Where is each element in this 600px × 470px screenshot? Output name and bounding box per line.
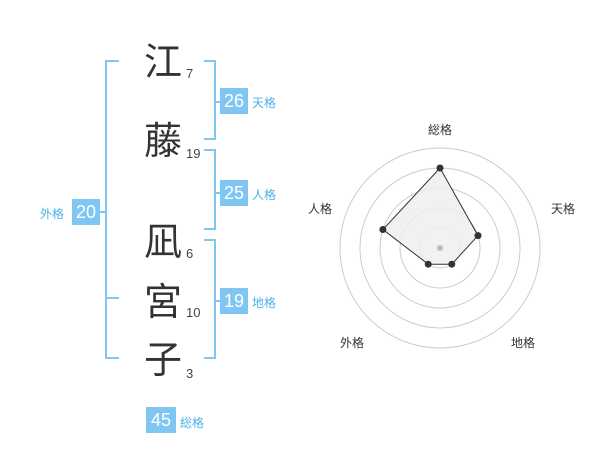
radar-grid-ring	[339, 147, 541, 349]
stroke-count-4: 10	[186, 305, 201, 320]
radar-axis-label-jinkaku: 人格	[308, 202, 333, 216]
chikaku-value-badge: 19	[220, 288, 248, 314]
radar-series-polygon	[382, 167, 479, 265]
gaikaku-label: 外格	[40, 207, 65, 221]
jinkaku-value-badge: 25	[220, 180, 248, 206]
radar-axis-label-soukaku: 総格	[428, 123, 453, 137]
name-char-2: 藤	[143, 119, 182, 163]
stroke-count-5: 3	[186, 366, 194, 381]
radar-axis-label-tenkaku: 天格	[551, 202, 576, 216]
radar-center-point	[437, 245, 443, 251]
radar-point-2	[474, 232, 482, 240]
jinkaku-label: 人格	[252, 188, 277, 202]
radar-axis-label-chikaku: 地格	[511, 336, 536, 350]
stroke-count-1: 7	[186, 66, 194, 81]
radar-axis-label-gaikaku: 外格	[340, 336, 365, 350]
name-char-1: 江	[143, 40, 182, 84]
stroke-count-3: 6	[186, 246, 194, 261]
radar-point-5	[379, 226, 387, 233]
soukaku-value-badge: 45	[146, 407, 176, 433]
soukaku-label: 総格	[180, 416, 205, 430]
stroke-count-2: 19	[186, 146, 201, 161]
tenkaku-label: 天格	[252, 96, 277, 110]
radar-point-4	[424, 260, 432, 268]
radar-point-1	[436, 164, 444, 172]
radar-point-3	[448, 260, 456, 268]
gaikaku-value-badge: 20	[72, 199, 100, 225]
tenkaku-value-badge: 26	[220, 88, 248, 114]
name-char-5: 子	[143, 338, 182, 382]
chikaku-label: 地格	[252, 296, 277, 310]
name-char-3: 凪	[143, 220, 182, 264]
name-char-4: 宮	[143, 280, 182, 324]
radar-chart	[339, 147, 541, 349]
